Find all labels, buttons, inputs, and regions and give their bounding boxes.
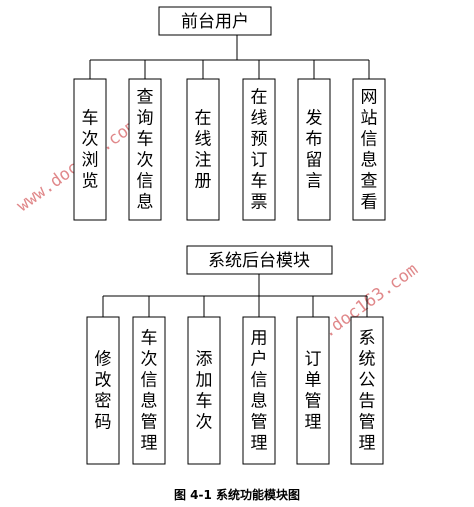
- diagram1-child-label-1: 车次浏览: [82, 109, 99, 192]
- diagram1-child-box-4: 在线预订车票: [242, 78, 276, 221]
- diagram2-child-box-3: 添加车次: [187, 316, 221, 465]
- diagram2-root: 系统后台模块: [186, 245, 333, 275]
- diagram1-child-box-2: 查询车次信息: [128, 78, 162, 221]
- diagram2-root-label: 系统后台模块: [208, 251, 310, 271]
- diagram1-child-box-5: 发布留言: [297, 78, 331, 221]
- diagram2-child-label-3: 添加车次: [196, 350, 213, 433]
- diagram2-child-box-5: 订单管理: [296, 316, 330, 465]
- diagram2-children: 修改密码 车次信息管理 添加车次 用户信息管理 订单管理 系统公告管理: [86, 316, 384, 465]
- diagram2-connectors: [102, 274, 368, 317]
- figure-caption: 图 4-1 系统功能模块图: [173, 488, 301, 502]
- diagram1-child-label-3: 在线注册: [195, 109, 212, 192]
- diagram2-child-label-2: 车次信息管理: [141, 329, 158, 454]
- function-module-diagram: www.doc163.com www.doc163.com 前台用户 车次浏览查…: [13, 6, 422, 465]
- diagram1-children: 车次浏览 查询车次信息 在线注册 在线预订车票 发布留言 网站信息查看: [73, 78, 386, 221]
- diagram2-child-label-4: 用户信息管理: [251, 329, 268, 454]
- diagram1-connectors: [89, 35, 370, 79]
- diagram2-child-label-6: 系统公告管理: [359, 329, 376, 454]
- diagram2-child-box-6: 系统公告管理: [350, 316, 384, 465]
- diagram2-child-box-2: 车次信息管理: [132, 316, 166, 465]
- diagram1-child-label-2: 查询车次信息: [137, 88, 154, 213]
- diagram1-child-box-1: 车次浏览: [73, 78, 107, 221]
- diagram2-child-box-4: 用户信息管理: [242, 316, 276, 465]
- diagram1-child-label-6: 网站信息查看: [361, 88, 378, 213]
- diagram1-root: 前台用户: [158, 6, 272, 36]
- diagram1-child-label-5: 发布留言: [306, 109, 323, 192]
- diagram1-child-label-4: 在线预订车票: [251, 88, 268, 213]
- diagram2-child-label-5: 订单管理: [305, 350, 322, 433]
- diagram2-child-box-1: 修改密码: [86, 316, 120, 465]
- diagram1-child-box-6: 网站信息查看: [352, 78, 386, 221]
- diagram1-child-box-3: 在线注册: [186, 78, 220, 221]
- diagram1-root-label: 前台用户: [181, 12, 249, 32]
- diagram2-child-label-1: 修改密码: [95, 350, 112, 433]
